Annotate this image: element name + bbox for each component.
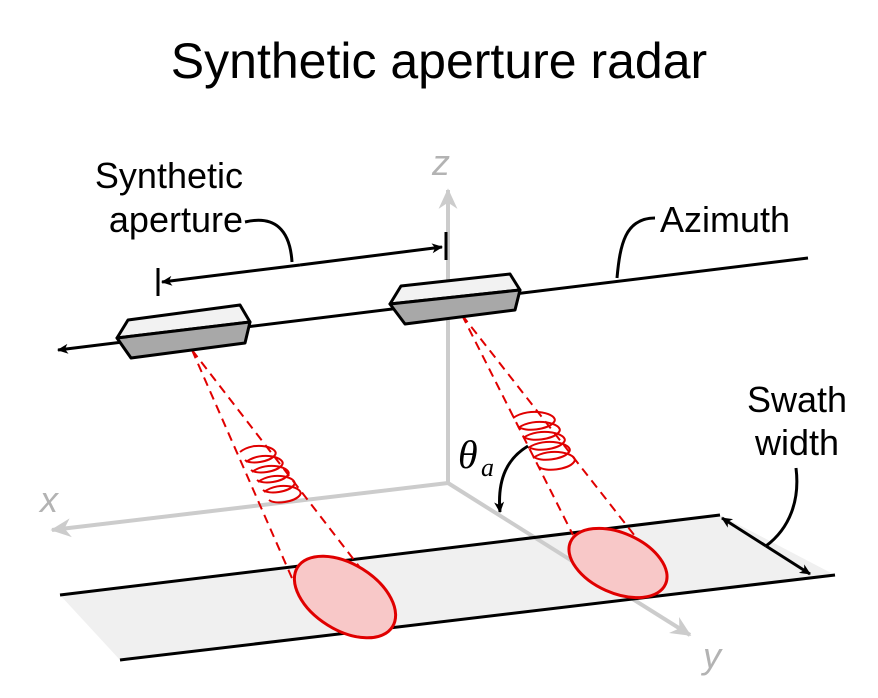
beam-right-b	[461, 314, 661, 569]
y-axis	[446, 481, 692, 637]
swath-width-arrow-a	[721, 516, 767, 548]
aperture-arrow-left	[161, 263, 301, 286]
z-axis-label: z	[431, 142, 450, 183]
aperture-arrow-right	[299, 243, 443, 267]
synthetic-aperture-label-line1: Synthetic	[95, 155, 243, 196]
footprint-right	[567, 526, 669, 600]
azimuth-leader	[615, 216, 656, 279]
diagram-title: Synthetic aperture radar	[171, 33, 707, 89]
azimuth-label: Azimuth	[660, 199, 790, 240]
pulse-left	[239, 444, 302, 504]
beam-left-a	[191, 349, 296, 586]
y-axis-label: y	[700, 635, 723, 676]
x-axis	[50, 481, 449, 538]
theta-symbol: θ	[458, 432, 478, 477]
axes	[50, 188, 692, 637]
pulse-right	[512, 410, 576, 471]
swath-width-label-line1: Swath	[747, 379, 847, 420]
swath-leader	[765, 467, 799, 548]
swath-width-arrow-b	[765, 544, 811, 576]
footprint-left	[292, 554, 398, 640]
x-axis-label: x	[38, 479, 60, 520]
antenna-left	[115, 303, 252, 360]
antenna-right	[388, 272, 522, 326]
theta-subscript: a	[481, 453, 494, 482]
aperture-leader	[244, 218, 294, 263]
swath-far-edge	[119, 573, 836, 662]
look-angle-arc	[494, 444, 529, 513]
beam-right-a	[461, 314, 574, 536]
synthetic-aperture-label-line2: aperture	[109, 199, 243, 240]
swath-width-label-line2: width	[754, 422, 839, 463]
